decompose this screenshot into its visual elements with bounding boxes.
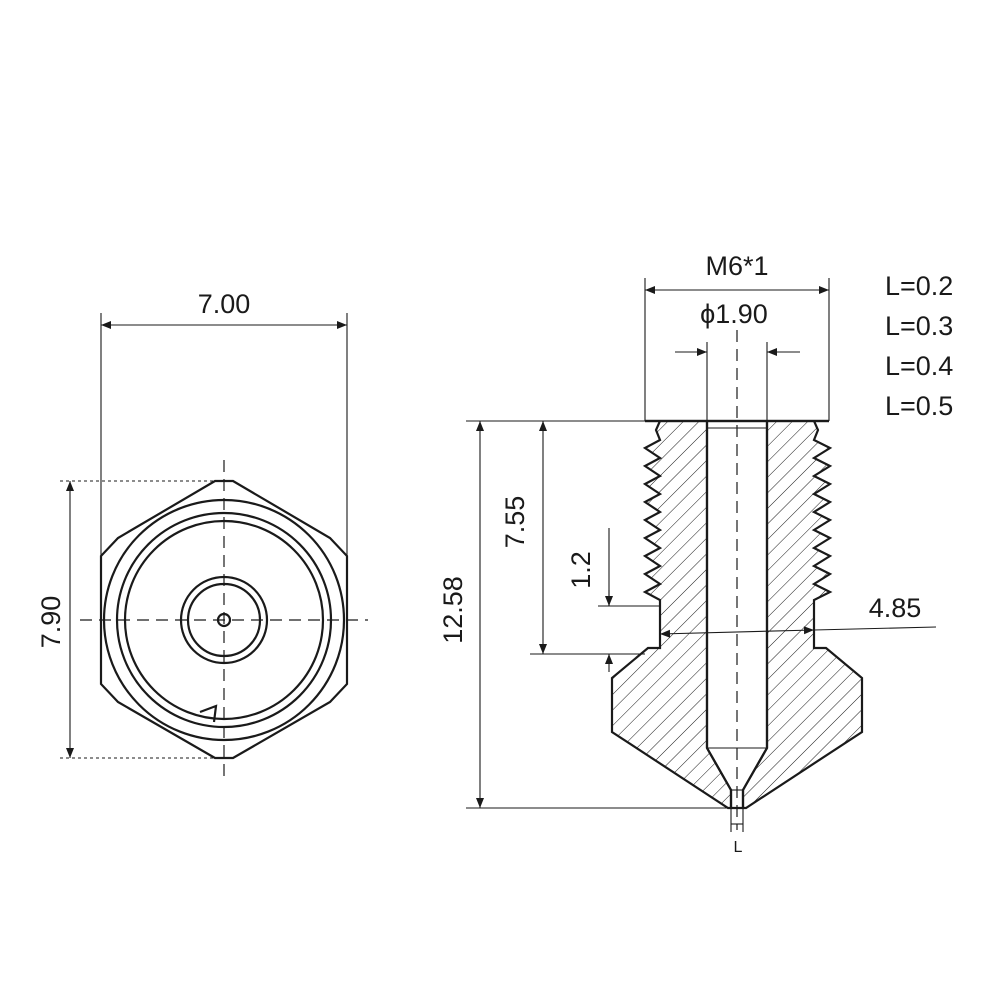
orifice-label: L xyxy=(734,839,743,856)
bore-dimension-label: ϕ1.90 xyxy=(700,299,768,329)
relief-diameter-label: 4.85 xyxy=(869,593,922,623)
section-view: M6*1 ϕ1.90 12.58 7.55 1.2 4.85 L xyxy=(438,251,937,856)
relief-label: 1.2 xyxy=(566,551,596,589)
relief-diameter-leader xyxy=(813,626,937,631)
orifice-size-item: L=0.3 xyxy=(885,311,953,341)
orifice-size-item: L=0.5 xyxy=(885,391,953,421)
height-dimension-label: 7.90 xyxy=(36,596,66,649)
orifice-size-item: L=0.4 xyxy=(885,351,953,381)
front-view: 7.00 7.90 xyxy=(36,289,368,778)
thread-start-notch xyxy=(199,704,218,723)
bore-outline xyxy=(705,421,769,808)
relief-diameter-dim-line xyxy=(659,626,815,638)
thread-length-label: 7.55 xyxy=(500,496,530,549)
total-height-label: 12.58 xyxy=(438,576,468,644)
thread-dimension-label: M6*1 xyxy=(705,251,768,281)
orifice-size-list: L=0.2 L=0.3 L=0.4 L=0.5 xyxy=(885,271,953,421)
width-dimension-label: 7.00 xyxy=(198,289,251,319)
orifice-size-item: L=0.2 xyxy=(885,271,953,301)
